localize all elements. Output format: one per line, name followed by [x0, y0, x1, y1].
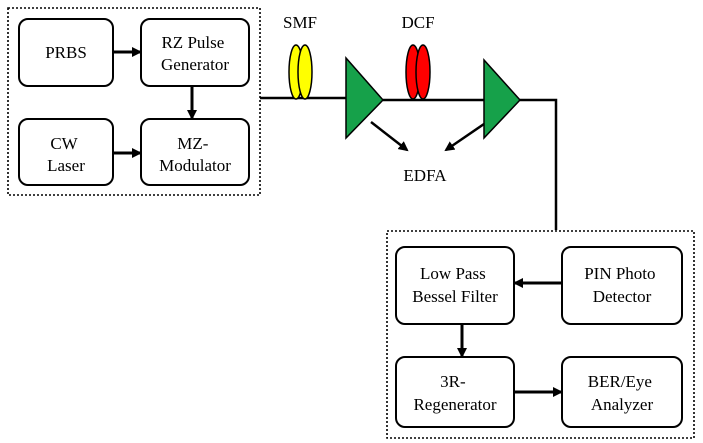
prbs-label: PRBS: [45, 43, 87, 62]
smf-label: SMF: [283, 13, 317, 32]
3r-regenerator-label-line1: 3R-: [440, 372, 466, 391]
ber-eye-analyzer-label-line2: Analyzer: [591, 395, 654, 414]
edfa-pointer-arrow-1: [370, 121, 409, 152]
svg-text:CW Laser: CW Laser: [47, 134, 85, 175]
edfa-amplifier-1-icon: [345, 56, 385, 140]
mz-modulator-label-line1: MZ-: [177, 134, 209, 153]
pin-photo-detector-block: PIN Photo Detector: [561, 246, 683, 325]
rz-pulse-generator-block: RZ Pulse Generator: [140, 18, 250, 87]
low-pass-bessel-filter-label-line1: Low Pass: [420, 264, 486, 283]
pin-photo-detector-label-line2: Detector: [593, 287, 652, 306]
low-pass-bessel-filter-block: Low Pass Bessel Filter: [395, 246, 515, 325]
prbs-block: PRBS: [18, 18, 114, 87]
dcf-spool-icon: [405, 44, 431, 100]
mz-modulator-block: MZ- Modulator: [140, 118, 250, 186]
3r-regenerator-label-line2: Regenerator: [413, 395, 496, 414]
ber-eye-analyzer-label-line1: BER/Eye: [588, 372, 652, 391]
pin-photo-detector-label-line1: PIN Photo: [584, 264, 655, 283]
mz-modulator-label-line2: Modulator: [159, 156, 231, 175]
svg-text:RZ Pulse Generator: RZ Pulse Generator: [161, 33, 229, 74]
rz-pulse-generator-label-line2: Generator: [161, 55, 229, 74]
cw-laser-label-line1: CW: [50, 134, 78, 153]
receiver-group: [386, 230, 695, 439]
dcf-label: DCF: [401, 13, 434, 32]
low-pass-bessel-filter-label-line2: Bessel Filter: [412, 287, 498, 306]
edfa-pointer-arrow-2: [444, 122, 485, 152]
edfa-amplifier-2-icon: [483, 58, 522, 140]
rz-pulse-generator-label-line1: RZ Pulse: [161, 33, 224, 52]
svg-text:BER/Eye Analyzer: BER/Eye Analyzer: [588, 372, 656, 414]
transmitter-group: [7, 7, 261, 196]
3r-regenerator-block: 3R- Regenerator: [395, 356, 515, 428]
svg-text:PIN Photo Detector: PIN Photo Detector: [584, 264, 660, 306]
svg-text:PRBS: PRBS: [45, 43, 87, 62]
smf-spool-icon: [288, 44, 313, 100]
ber-eye-analyzer-block: BER/Eye Analyzer: [561, 356, 683, 428]
svg-text:Low Pass Bessel Filter: Low Pass Bessel Filter: [412, 264, 498, 306]
cw-laser-block: CW Laser: [18, 118, 114, 186]
cw-laser-label-line2: Laser: [47, 156, 85, 175]
svg-text:MZ- Modulator: MZ- Modulator: [159, 134, 231, 175]
svg-text:3R- Regenerator: 3R- Regenerator: [413, 372, 496, 414]
fiber-line-3: [520, 98, 558, 230]
edfa-label: EDFA: [403, 166, 447, 185]
